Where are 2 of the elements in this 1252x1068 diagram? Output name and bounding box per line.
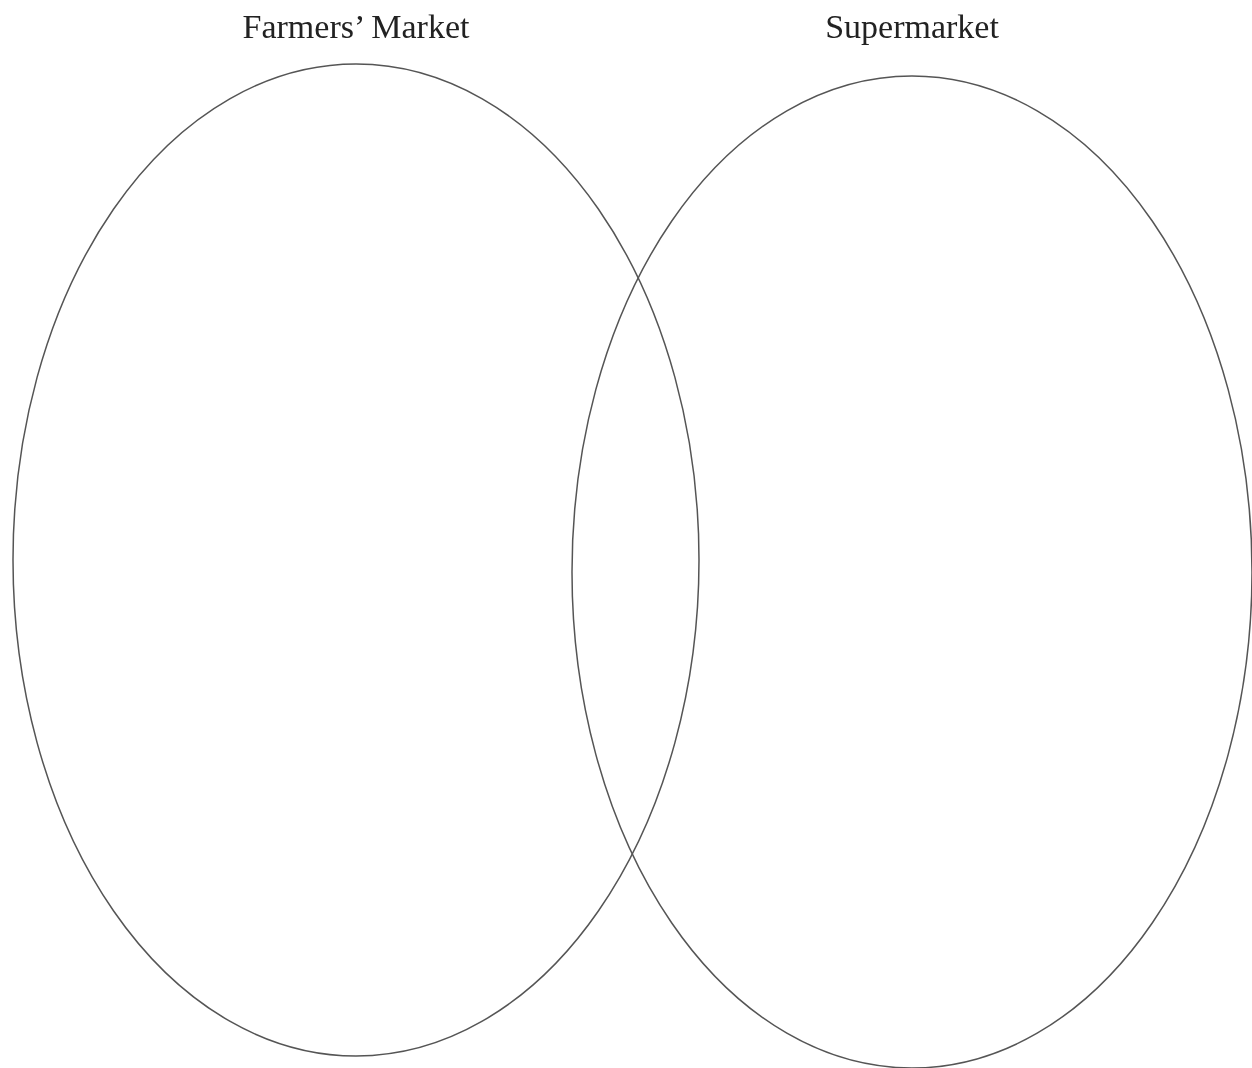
set-heading: Supermarket [825, 8, 999, 46]
set-heading: Farmers’ Market [242, 8, 470, 46]
